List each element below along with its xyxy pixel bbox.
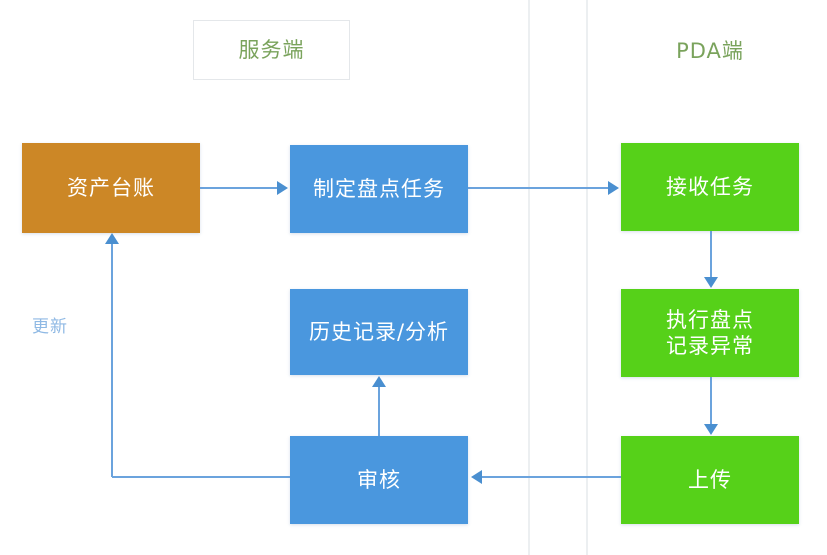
edge-receive-to-execute-arrowhead-icon	[704, 277, 718, 288]
edge-execute-to-upload-arrowhead-icon	[704, 424, 718, 435]
node-upload-label: 上传	[688, 467, 732, 492]
swimlane-divider-right	[586, 0, 588, 555]
swimlane-divider-left	[528, 0, 530, 555]
edge-review-to-asset-segment-horizontal	[112, 476, 290, 478]
node-review[interactable]: 审核	[290, 436, 468, 524]
edge-label-update: 更新	[32, 317, 68, 337]
edge-review-to-asset-arrowhead-icon	[105, 233, 119, 244]
node-history[interactable]: 历史记录/分析	[290, 289, 468, 375]
edge-upload-to-review-arrowhead-icon	[471, 470, 482, 484]
node-asset-ledger-label: 资产台账	[67, 175, 155, 200]
edge-asset-to-create-arrowhead-icon	[277, 181, 288, 195]
edge-create-to-receive-line	[468, 187, 609, 189]
edge-review-to-history-line	[378, 386, 380, 436]
node-asset-ledger[interactable]: 资产台账	[22, 143, 200, 233]
lane-title-server: 服务端	[193, 20, 350, 80]
edge-review-to-asset-segment-vertical	[111, 243, 113, 477]
node-execute-count-label-line2: 记录异常	[666, 334, 754, 358]
node-create-task[interactable]: 制定盘点任务	[290, 145, 468, 233]
node-receive-task[interactable]: 接收任务	[621, 143, 799, 231]
node-review-label: 审核	[357, 467, 401, 492]
node-history-label: 历史记录/分析	[308, 319, 450, 344]
edge-asset-to-create-line	[200, 187, 278, 189]
node-create-task-label: 制定盘点任务	[313, 176, 445, 201]
node-receive-task-label: 接收任务	[666, 174, 754, 199]
edge-upload-to-review-line	[482, 476, 621, 478]
node-upload[interactable]: 上传	[621, 436, 799, 524]
edge-receive-to-execute-line	[710, 231, 712, 278]
node-execute-count[interactable]: 执行盘点 记录异常	[621, 289, 799, 377]
lane-title-pda: PDA端	[676, 38, 744, 63]
edge-execute-to-upload-line	[710, 377, 712, 425]
edge-review-to-history-arrowhead-icon	[372, 376, 386, 387]
node-execute-count-label-line1: 执行盘点	[666, 307, 754, 332]
edge-create-to-receive-arrowhead-icon	[608, 181, 619, 195]
